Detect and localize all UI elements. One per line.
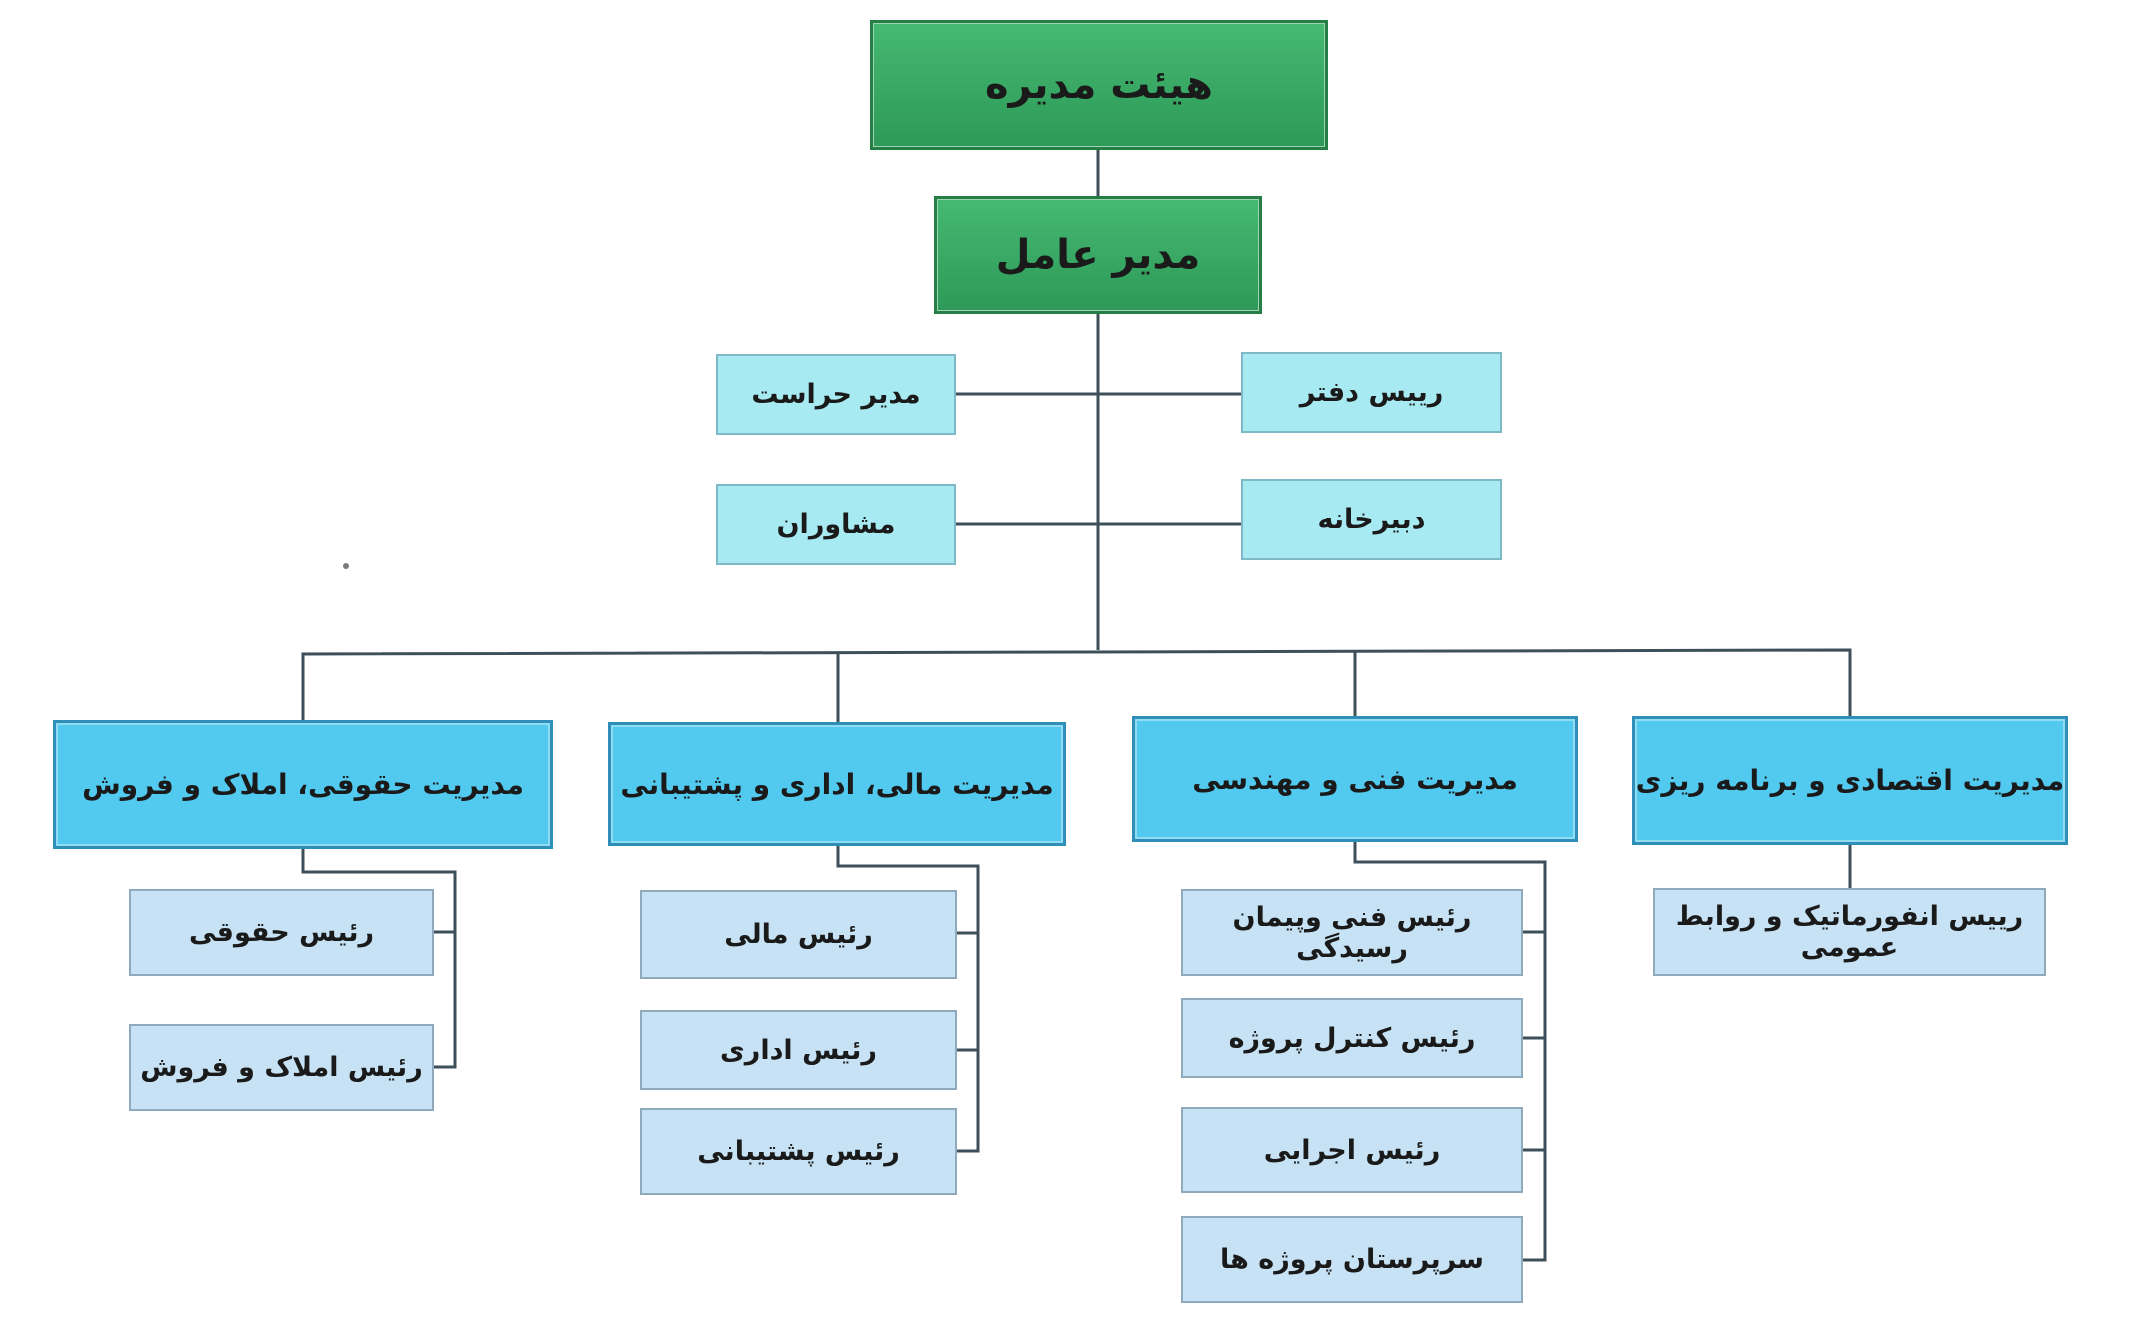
admin-head-box: رئیس اداری	[640, 1010, 957, 1090]
security-manager-box: مدیر حراست	[716, 354, 956, 435]
admin-head-label: رئیس اداری	[720, 1034, 877, 1066]
project-control-head-box: رئیس کنترل پروژه	[1181, 998, 1523, 1078]
engineering-department-label: مدیریت فنی و مهندسی	[1192, 762, 1518, 796]
technical-contracts-head-label: رئیس فنی وپیمان رسیدگی	[1232, 901, 1472, 964]
finance-head-label: رئیس مالی	[724, 919, 873, 950]
executive-head-box: رئیس اجرایی	[1181, 1107, 1523, 1193]
ceo-label: مدیر عامل	[995, 232, 1201, 278]
secretariat-box: دبیرخانه	[1241, 479, 1502, 560]
engineering-department-box: مدیریت فنی و مهندسی	[1132, 716, 1578, 842]
support-head-box: رئیس پشتیبانی	[640, 1108, 957, 1195]
advisors-box: مشاوران	[716, 484, 956, 565]
legal-head-label: رئیس حقوقی	[188, 917, 375, 948]
legal-head-box: رئیس حقوقی	[129, 889, 434, 976]
project-supervisors-label: سرپرستان پروژه ها	[1220, 1244, 1484, 1275]
office-head-box: رییس دفتر	[1241, 352, 1502, 433]
board-label: هیئت مدیره	[984, 62, 1214, 108]
property-sales-head-box: رئیس املاک و فروش	[129, 1024, 434, 1111]
finance-department-box: مدیریت مالی، اداری و پشتیبانی	[608, 722, 1066, 846]
ceo-box: مدیر عامل	[934, 196, 1262, 314]
legal-department-label: مدیریت حقوقی، املاک و فروش	[82, 768, 524, 801]
project-control-head-label: رئیس کنترل پروژه	[1228, 1022, 1476, 1054]
economic-department-box: مدیریت اقتصادی و برنامه ریزی	[1632, 716, 2068, 845]
technical-contracts-head-box: رئیس فنی وپیمان رسیدگی	[1181, 889, 1523, 976]
it-pr-head-box: رییس انفورماتیک و روابط عمومی	[1653, 888, 2046, 976]
advisors-label: مشاوران	[776, 509, 896, 540]
support-head-label: رئیس پشتیبانی	[697, 1136, 900, 1167]
legal-department-box: مدیریت حقوقی، املاک و فروش	[53, 720, 553, 849]
security-manager-label: مدیر حراست	[751, 379, 921, 410]
office-head-label: رییس دفتر	[1299, 377, 1444, 408]
finance-department-label: مدیریت مالی، اداری و پشتیبانی	[620, 767, 1054, 801]
it-pr-head-label: رییس انفورماتیک و روابط عمومی	[1675, 901, 2024, 963]
secretariat-label: دبیرخانه	[1317, 504, 1426, 535]
property-sales-head-label: رئیس املاک و فروش	[140, 1052, 423, 1083]
project-supervisors-box: سرپرستان پروژه ها	[1181, 1216, 1523, 1303]
executive-head-label: رئیس اجرایی	[1263, 1134, 1441, 1166]
scan-speck	[343, 563, 349, 569]
board-box: هیئت مدیره	[870, 20, 1328, 150]
economic-department-label: مدیریت اقتصادی و برنامه ریزی	[1635, 764, 2065, 797]
finance-head-box: رئیس مالی	[640, 890, 957, 979]
